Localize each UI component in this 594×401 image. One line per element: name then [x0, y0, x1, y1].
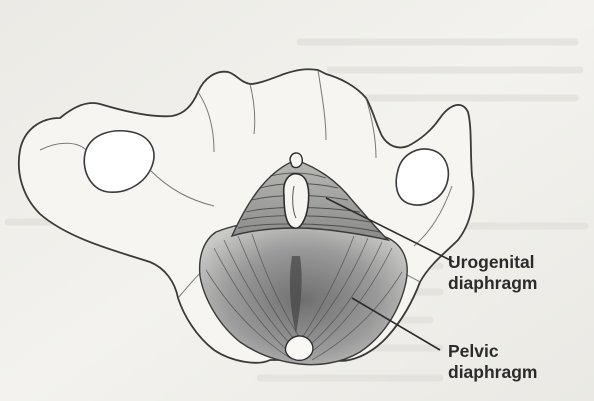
urogenital-label-line1: Urogenital [448, 252, 537, 273]
pelvic-label-line2: diaphragm [448, 362, 537, 383]
vaginal-opening [284, 174, 309, 229]
anal-opening [285, 336, 312, 360]
pelvic-diaphragm-label: Pelvic diaphragm [448, 341, 537, 383]
pelvic-label-line1: Pelvic [448, 341, 537, 362]
urogenital-diaphragm-label: Urogenital diaphragm [448, 252, 537, 294]
urethral-opening [290, 153, 302, 168]
urogenital-label-line2: diaphragm [448, 273, 537, 294]
